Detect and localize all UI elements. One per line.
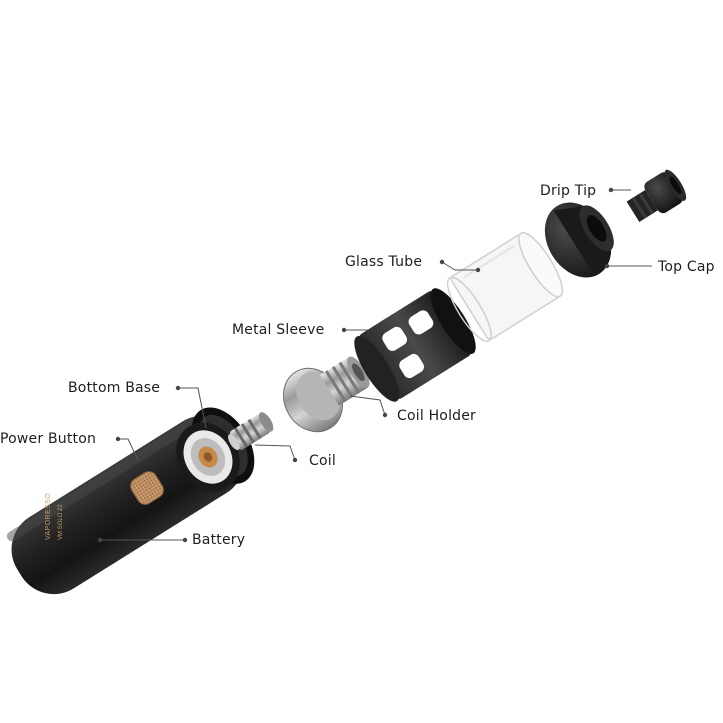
coil-label: Coil — [309, 453, 336, 469]
drip-tip-label: Drip Tip — [540, 183, 597, 199]
metal-sleeve-part — [354, 288, 476, 402]
power-button — [130, 471, 164, 505]
drip-tip-part — [626, 169, 687, 222]
coil-holder-part — [283, 356, 370, 433]
top-cap-part — [544, 202, 614, 278]
leader-lines — [100, 189, 652, 541]
battery-part: VAPORESSO VM SOLO 22 — [6, 407, 255, 595]
battery-label: Battery — [192, 532, 246, 548]
glass-tube-part — [446, 232, 564, 342]
top-cap-label: Top Cap — [658, 259, 715, 275]
glass-tube-label: Glass Tube — [345, 254, 423, 270]
metal-sleeve-label: Metal Sleeve — [232, 322, 325, 338]
bottom-base-label: Bottom Base — [68, 380, 161, 396]
coil-part — [228, 412, 274, 450]
power-button-label: Power Button — [0, 431, 97, 447]
battery-brand-text: VAPORESSO — [45, 493, 52, 540]
battery-model-text: VM SOLO 22 — [58, 504, 64, 540]
leader-dots — [97, 187, 614, 543]
coil-holder-label: Coil Holder — [397, 408, 477, 424]
